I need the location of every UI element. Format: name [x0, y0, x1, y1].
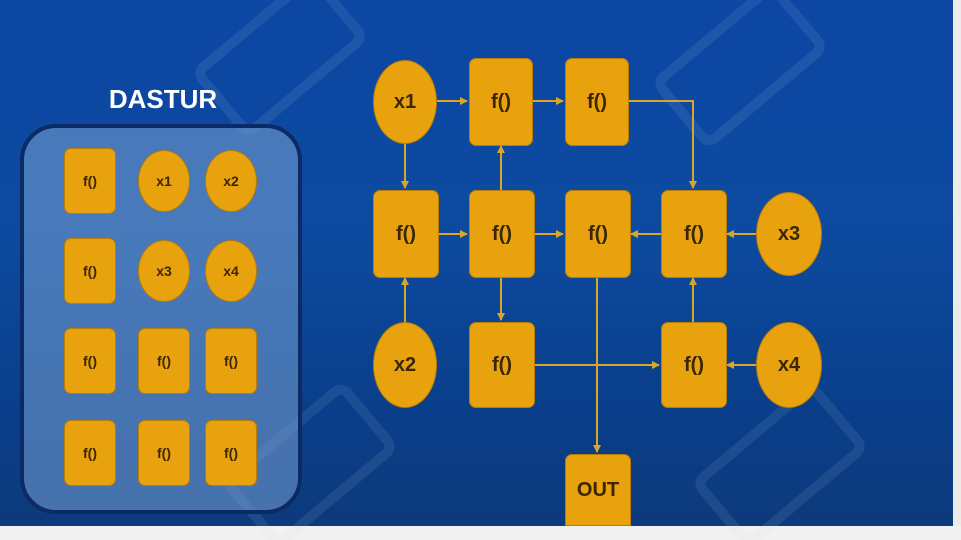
graph-node-f: f() — [661, 322, 727, 408]
legend-item: x4 — [205, 240, 257, 302]
graph-node-x1: x1 — [373, 60, 437, 144]
legend-item: f() — [138, 420, 190, 486]
graph-node-f: f() — [469, 58, 533, 146]
graph-node-x3: x3 — [756, 192, 822, 276]
graph-node-f: f() — [661, 190, 727, 278]
graph-node-x2: x2 — [373, 322, 437, 408]
graph-node-f: f() — [565, 58, 629, 146]
legend-title: DASTUR — [108, 84, 218, 114]
legend-item: f() — [138, 328, 190, 394]
legend-item: f() — [64, 238, 116, 304]
graph-node-f: f() — [565, 190, 631, 278]
legend-item: f() — [64, 328, 116, 394]
graph-node-x4: x4 — [756, 322, 822, 408]
bottom-border — [0, 526, 961, 540]
graph-node-out: OUT — [565, 454, 631, 526]
legend-item: f() — [64, 148, 116, 214]
legend-item: x1 — [138, 150, 190, 212]
legend-item: f() — [205, 420, 257, 486]
legend-item: x3 — [138, 240, 190, 302]
graph-node-f: f() — [469, 190, 535, 278]
right-border — [953, 0, 961, 526]
edge — [629, 100, 697, 189]
legend-item: f() — [205, 328, 257, 394]
legend-item: x2 — [205, 150, 257, 212]
legend-item: f() — [64, 420, 116, 486]
graph-node-f: f() — [469, 322, 535, 408]
graph-node-f: f() — [373, 190, 439, 278]
